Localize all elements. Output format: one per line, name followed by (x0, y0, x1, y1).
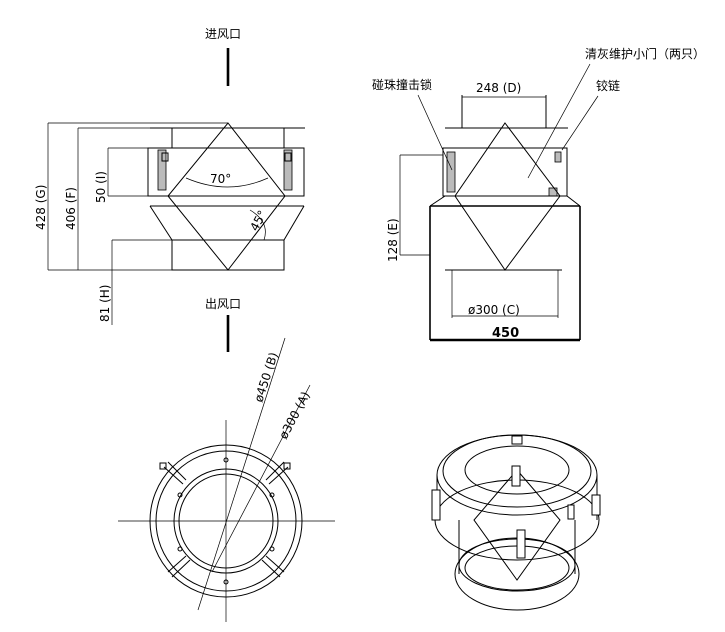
angle-70-label: 70° (210, 172, 231, 186)
dim-A: ø300 (A) (276, 389, 313, 441)
inlet-label: 进风口 (205, 27, 241, 41)
side-diamond (454, 122, 561, 271)
dim-B: ø450 (B) (252, 350, 281, 403)
side-view: 248 (D) 128 (E) ø300 (C) 450 碰珠撞击锁 清灰维护小… (372, 46, 705, 342)
angle-45-label: 45° (247, 208, 269, 233)
hinge-label: 铰链 (596, 78, 620, 93)
dim-I: 50 (I) (94, 171, 108, 203)
diamond-cone (167, 122, 286, 271)
bead-lock-label: 碰珠撞击锁 (372, 77, 432, 92)
dim-H: 81 (H) (98, 285, 112, 322)
access-door-label: 清灰维护小门（两只） (585, 46, 705, 61)
top-view: ø450 (B) ø300 (A) (118, 337, 335, 622)
outlet-label: 出风口 (205, 297, 241, 311)
dim-G: 428 (G) (34, 185, 48, 230)
dim-450: 450 (492, 326, 519, 341)
dim-E: 128 (E) (386, 218, 400, 262)
dim-C: ø300 (C) (468, 303, 520, 317)
isometric-view (431, 434, 601, 611)
front-view: 进风口 70° 45° 428 (G) 406 (F) (34, 27, 305, 352)
dim-F: 406 (F) (64, 187, 78, 230)
dim-D: 248 (D) (476, 81, 521, 95)
